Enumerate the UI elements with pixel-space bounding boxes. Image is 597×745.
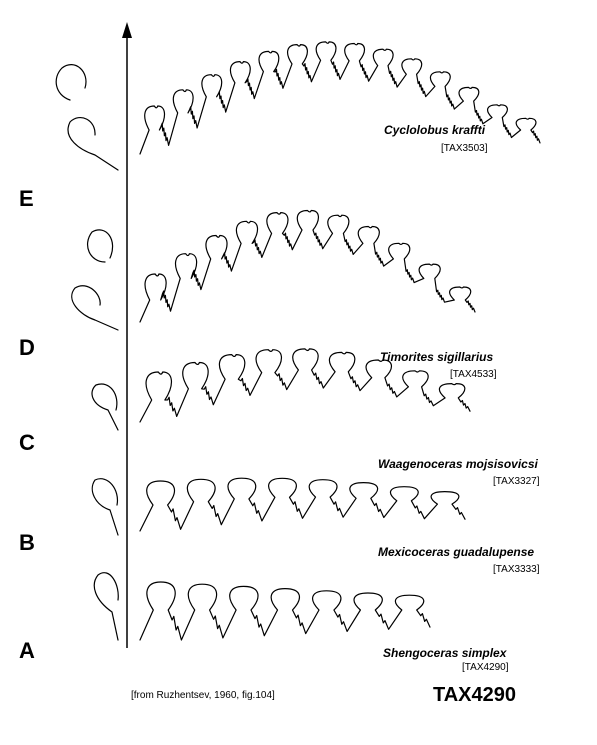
row-letter-c: C — [19, 430, 35, 455]
tax-id-e: [TAX3503] — [441, 143, 488, 154]
left-fragment-a — [93, 572, 119, 641]
tax-id-c: [TAX3327] — [493, 476, 540, 487]
figure-id-label: TAX4290 — [433, 684, 517, 706]
tax-id-d: [TAX4533] — [450, 369, 497, 380]
left-fragment-d — [71, 229, 119, 331]
source-credit: [from Ruzhentsev, 1960, fig.104] — [131, 690, 275, 701]
suture-line-a — [139, 581, 431, 641]
row-letter-b: B — [19, 530, 35, 555]
species-name-a: Shengoceras simplex — [383, 646, 507, 660]
suture-line-c — [139, 348, 471, 423]
species-name-e: Cyclolobus kraffti — [384, 123, 486, 137]
left-fragment-e — [55, 64, 119, 171]
row-letter-e: E — [19, 186, 34, 211]
left-fragment-c — [91, 383, 119, 431]
axis-arrowhead — [122, 22, 132, 38]
row-letter-a: A — [19, 638, 35, 663]
suture-lines — [55, 41, 541, 641]
left-fragment-b — [91, 478, 119, 536]
suture-line-d — [139, 209, 476, 323]
row-letter-d: D — [19, 335, 35, 360]
species-name-b: Mexicoceras guadalupense — [378, 545, 535, 559]
suture-line-b — [139, 477, 466, 532]
tax-id-a: [TAX4290] — [462, 662, 509, 673]
species-name-d: Timorites sigillarius — [380, 350, 494, 364]
suture-line-e — [139, 41, 541, 155]
tax-id-b: [TAX3333] — [493, 564, 540, 575]
species-name-c: Waagenoceras mojsisovicsi — [378, 457, 538, 471]
